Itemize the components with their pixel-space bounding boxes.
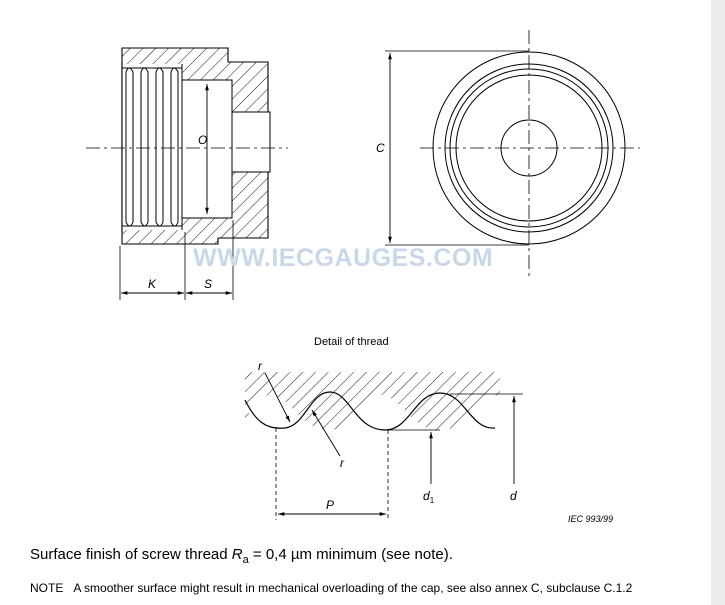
leader-r-bottom <box>311 409 341 457</box>
label-o: O <box>198 133 207 147</box>
thread-coils <box>122 67 182 227</box>
label-k: K <box>148 277 157 291</box>
detail-title: Detail of thread <box>314 336 389 348</box>
thread-profile <box>244 391 496 431</box>
label-d1: d1 <box>423 489 435 505</box>
central-bore <box>231 111 271 173</box>
front-view <box>385 30 640 278</box>
label-r-top: r <box>258 359 263 373</box>
leader-r-top <box>264 372 291 423</box>
surface-finish-caption: Surface finish of screw thread Ra = 0,4 … <box>30 546 453 566</box>
thread-cavity <box>122 64 182 230</box>
caption-after: = 0,4 µm minimum (see note). <box>248 546 453 563</box>
caption-before: Surface finish of screw thread <box>30 546 232 563</box>
label-p: P <box>326 498 334 512</box>
label-s: S <box>204 277 212 291</box>
figure-reference: IEC 993/99 <box>568 514 613 524</box>
watermark: WWW.IECGAUGES.COM <box>193 244 494 272</box>
note-label: NOTE <box>30 581 64 595</box>
caption-subscript: a <box>242 554 249 566</box>
note: NOTE A smoother surface might result in m… <box>30 581 632 595</box>
label-d: d <box>510 489 517 503</box>
label-c: C <box>376 141 385 155</box>
page-edge <box>711 0 725 605</box>
note-text: A smoother surface might result in mecha… <box>73 581 633 595</box>
caption-symbol: R <box>231 546 243 563</box>
label-r-bottom: r <box>340 456 345 470</box>
section-view <box>86 47 288 300</box>
thread-detail <box>244 372 523 520</box>
